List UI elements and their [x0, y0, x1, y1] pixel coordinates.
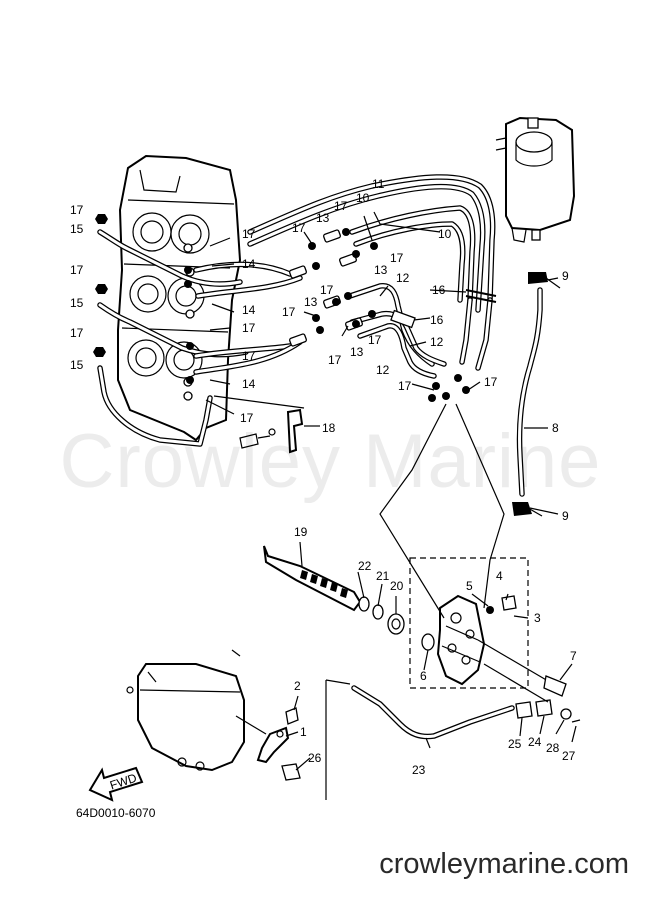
callout-6: 6: [420, 669, 427, 683]
callout-17: 17: [368, 333, 382, 347]
callout-1: 1: [300, 725, 307, 739]
callout-17: 17: [484, 375, 498, 389]
callout-17: 17: [390, 251, 404, 265]
callout-3: 3: [534, 611, 541, 625]
footer-site[interactable]: crowleymarine.com: [379, 848, 629, 880]
pipe-23: [325, 679, 515, 800]
callout-20: 20: [390, 579, 404, 593]
callout-23: 23: [412, 763, 426, 777]
lower-housing: [126, 649, 245, 772]
callout-17: 17: [240, 411, 254, 425]
callout-12: 12: [430, 335, 444, 349]
callout-25: 25: [508, 737, 522, 751]
callout-12: 12: [376, 363, 390, 377]
callout-10: 10: [356, 191, 370, 205]
callout-4: 4: [496, 569, 503, 583]
callout-14: 14: [242, 303, 256, 317]
fwd-arrow: FWD: [88, 766, 144, 802]
callout-17: 17: [70, 326, 84, 340]
hose-8: [512, 272, 561, 517]
fittings-24-28: [483, 663, 581, 723]
callout-leaders: [100, 211, 577, 771]
leader-lines: [213, 395, 505, 619]
left-nuts: [93, 214, 108, 357]
callout-27: 27: [562, 749, 576, 763]
callout-17: 17: [328, 353, 342, 367]
callout-15: 15: [70, 358, 84, 372]
callout-numbers: 17 15 17 15 17 15 17 14 14 17 17 14 17 1…: [70, 177, 577, 777]
callout-8: 8: [552, 421, 559, 435]
shaft-19: [263, 545, 362, 612]
callout-14: 14: [242, 377, 256, 391]
callout-17: 17: [70, 263, 84, 277]
callout-13: 13: [350, 345, 364, 359]
hose-10-11-group: [247, 174, 496, 371]
oil-tank: [495, 116, 576, 243]
joints-13: [184, 228, 470, 402]
callout-17: 17: [282, 305, 296, 319]
seals-20-22: [358, 596, 405, 635]
callout-13: 13: [304, 295, 318, 309]
diagram-code: 64D0010-6070: [76, 806, 156, 820]
bracket-18: [239, 408, 304, 454]
hose-12-group: [347, 283, 447, 379]
callout-17: 17: [242, 349, 256, 363]
callout-12: 12: [396, 271, 410, 285]
callout-16: 16: [430, 313, 444, 327]
callout-17: 17: [242, 321, 256, 335]
callout-21: 21: [376, 569, 390, 583]
callout-18: 18: [322, 421, 336, 435]
callout-22: 22: [358, 559, 372, 573]
lever-1: [235, 707, 301, 781]
callout-9: 9: [562, 509, 569, 523]
fwd-label: FWD: [108, 771, 139, 793]
callout-5: 5: [466, 579, 473, 593]
callout-17: 17: [398, 379, 412, 393]
callout-15: 15: [70, 222, 84, 236]
callout-17: 17: [70, 203, 84, 217]
callout-7: 7: [570, 649, 577, 663]
callout-14: 14: [242, 257, 256, 271]
callout-19: 19: [294, 525, 308, 539]
callout-10: 10: [438, 227, 452, 241]
callout-15: 15: [70, 296, 84, 310]
clips-16: [390, 289, 497, 329]
callout-13: 13: [374, 263, 388, 277]
watermark: Crowley Marine: [59, 419, 602, 504]
callout-26: 26: [308, 751, 322, 765]
callout-17: 17: [242, 227, 256, 241]
callout-2: 2: [294, 679, 301, 693]
callout-13: 13: [316, 211, 330, 225]
callout-17: 17: [334, 199, 348, 213]
hose-14-group: [193, 261, 303, 375]
callout-28: 28: [546, 741, 560, 755]
callout-11: 11: [372, 177, 385, 191]
callout-9: 9: [562, 269, 569, 283]
callout-24: 24: [528, 735, 542, 749]
callout-17: 17: [320, 283, 334, 297]
callout-16: 16: [432, 283, 446, 297]
callout-17: 17: [292, 221, 306, 235]
hose-15-group: [97, 229, 249, 447]
